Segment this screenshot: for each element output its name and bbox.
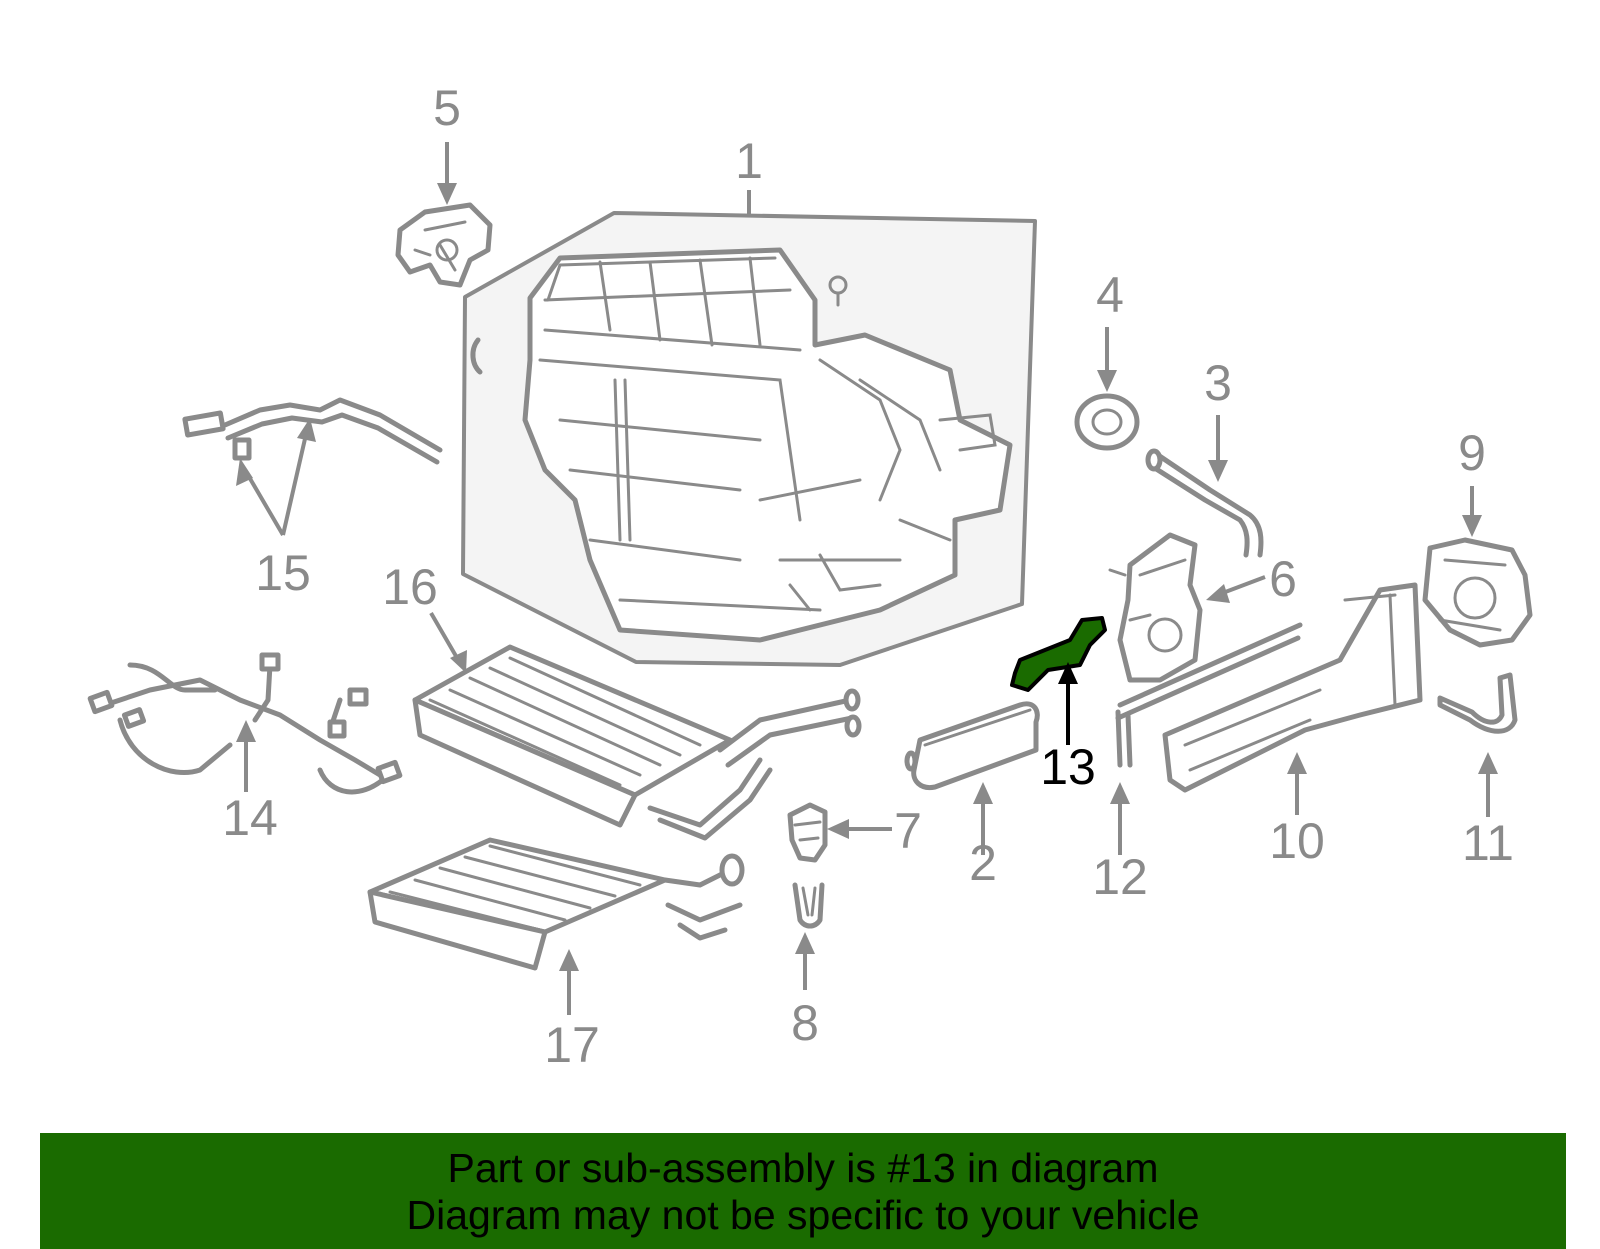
- part-6-actuator[interactable]: [1108, 532, 1203, 683]
- callout-10: 10: [1269, 813, 1325, 869]
- callout-15: 15: [255, 545, 311, 601]
- callout-9: 9: [1458, 425, 1486, 481]
- callout-labels: 1 2 3 4 5 6 7 8 9 10 11 12 13 14 15 16 1…: [222, 80, 1514, 1073]
- banner-line-2: Diagram may not be specific to your vehi…: [406, 1192, 1200, 1238]
- leader-lines: [236, 142, 1498, 1015]
- part-13-link-highlighted[interactable]: [1010, 616, 1107, 692]
- part-16-heater-core[interactable]: [412, 644, 862, 841]
- callout-6: 6: [1269, 551, 1297, 607]
- callout-2: 2: [969, 835, 997, 891]
- callout-7: 7: [894, 803, 922, 859]
- part-5-cover[interactable]: [395, 202, 493, 288]
- callout-17: 17: [544, 1017, 600, 1073]
- callout-8: 8: [791, 995, 819, 1051]
- callout-16: 16: [382, 559, 438, 615]
- callout-13: 13: [1040, 739, 1096, 795]
- banner-line-1: Part or sub-assembly is #13 in diagram: [447, 1145, 1159, 1191]
- part-11-clamp[interactable]: [1437, 672, 1518, 734]
- info-banner: Part or sub-assembly is #13 in diagram D…: [40, 1133, 1566, 1249]
- part-10-duct[interactable]: [1162, 582, 1423, 793]
- part-2-cartridge[interactable]: [904, 701, 1040, 791]
- part-9-bracket[interactable]: [1422, 537, 1533, 648]
- callout-14: 14: [222, 790, 278, 846]
- part-17-evaporator[interactable]: [367, 837, 745, 971]
- part-4-grommet[interactable]: [1074, 393, 1140, 451]
- part-14-harness[interactable]: [87, 652, 403, 795]
- callout-3: 3: [1204, 355, 1232, 411]
- callout-1: 1: [735, 133, 763, 189]
- part-3-hose[interactable]: [1145, 448, 1264, 558]
- part-7-valve[interactable]: [787, 802, 828, 863]
- callout-11: 11: [1462, 815, 1514, 871]
- part-15-sensor[interactable]: [182, 397, 443, 465]
- part-8-clip[interactable]: [792, 882, 825, 929]
- part-12-rod[interactable]: [1115, 622, 1303, 768]
- callout-5: 5: [433, 80, 461, 136]
- part-1-hvac-housing[interactable]: [461, 211, 1037, 667]
- callout-4: 4: [1096, 267, 1124, 323]
- callout-12: 12: [1092, 849, 1148, 905]
